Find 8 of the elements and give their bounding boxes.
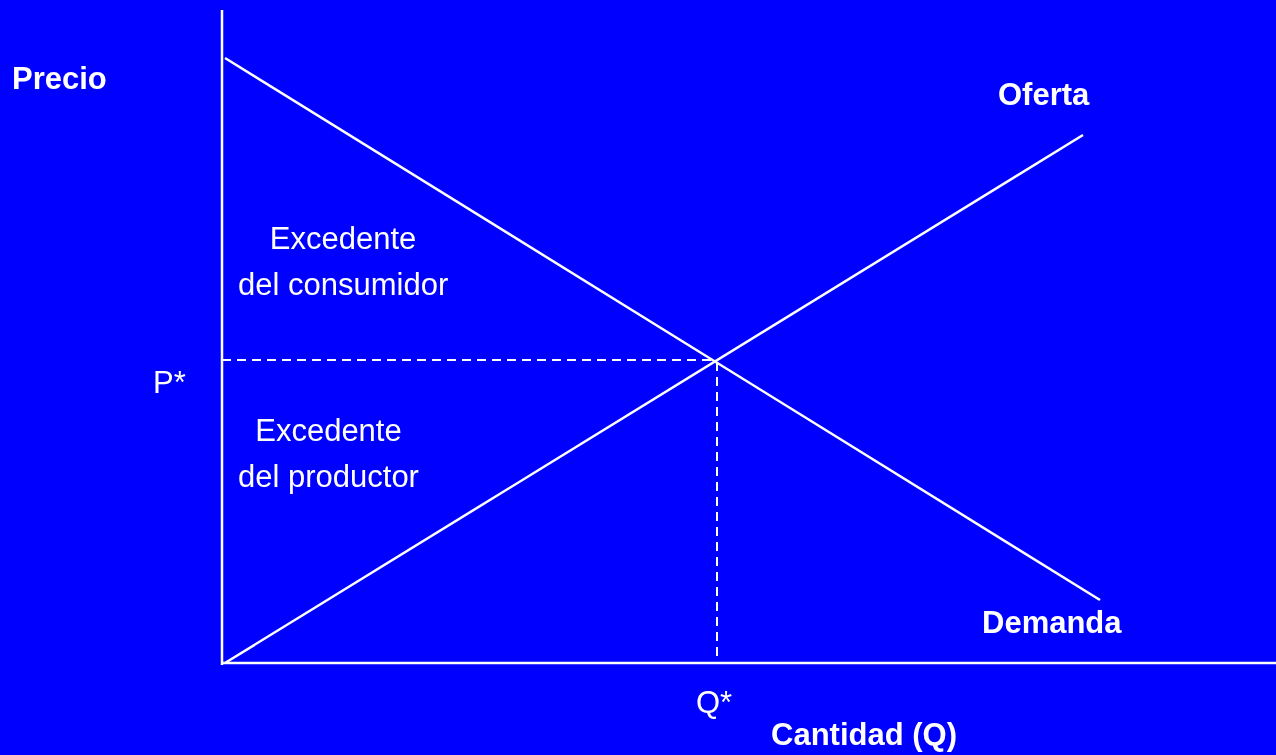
area-label: Excedente del productor — [238, 412, 419, 496]
axis-title: Precio — [12, 60, 107, 98]
tick-label: P* — [153, 364, 186, 402]
curve-label: Demanda — [982, 604, 1122, 642]
curve-label: Oferta — [998, 76, 1090, 114]
tick-label: Q* — [696, 684, 733, 722]
axis-title: Cantidad (Q) — [771, 716, 957, 754]
area-label: Excedente del consumidor — [238, 220, 449, 304]
